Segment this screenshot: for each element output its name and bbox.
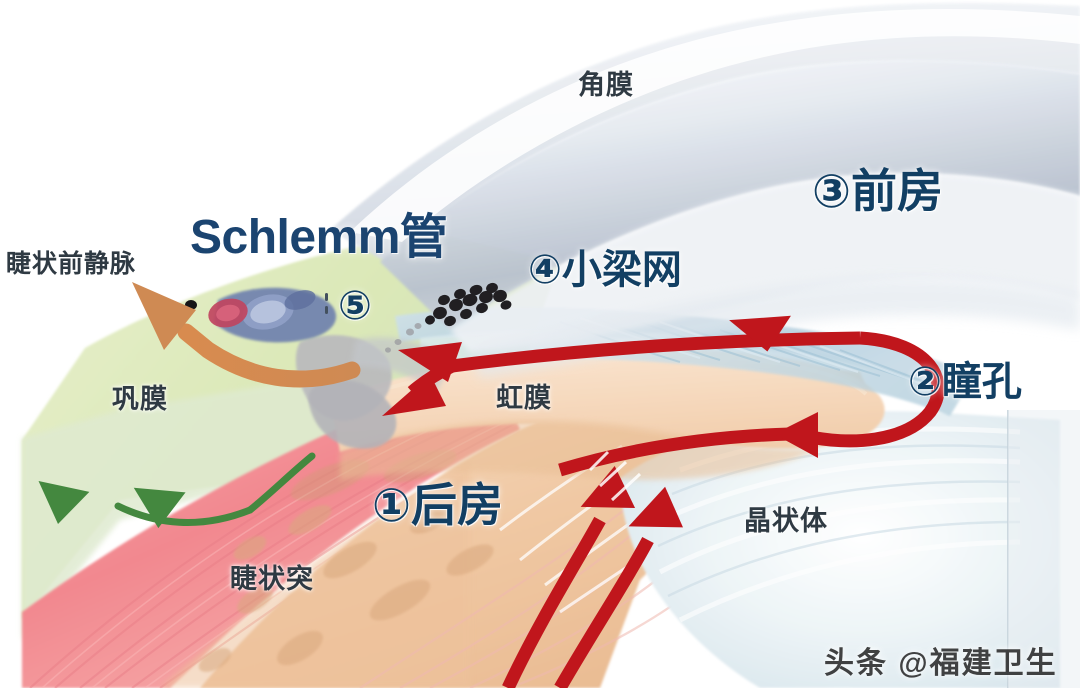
aqueous-vein-outflow-arrow — [132, 282, 361, 388]
sparkle-highlights — [588, 450, 642, 502]
aqueous-flow-arrows — [407, 331, 945, 688]
episcleral-vessels — [208, 287, 337, 343]
aqueous-flow-arrowheads — [382, 315, 818, 528]
trabecular-pigment-dots — [425, 282, 512, 327]
cornea-region — [330, 2, 1080, 378]
ciliary-muscle-arrows — [114, 452, 316, 526]
ciliary-muscle-arrowheads — [38, 481, 186, 529]
lens-region — [620, 410, 1080, 688]
